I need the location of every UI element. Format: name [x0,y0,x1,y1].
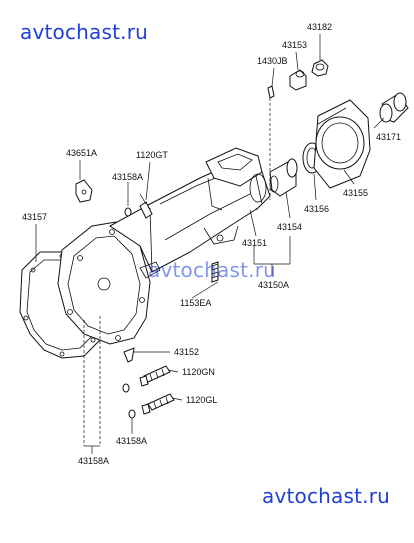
watermark-bottom: avtochast.ru [262,484,391,508]
label-43156: 43156 [304,204,329,214]
label-1120GT: 1120GT [136,150,168,160]
label-43158A-left: 43158A [78,456,109,466]
label-43158A-top: 43158A [112,172,143,182]
plug-43152 [123,347,135,363]
guide-sleeve-43171 [379,92,409,123]
bushing-43153 [289,69,307,91]
label-1430JB: 1430JB [257,56,288,66]
bushing-43154 [269,158,298,197]
cap-43182 [311,59,329,77]
bolt-1120GN [122,365,171,393]
bolt-1120GL [128,393,175,419]
stud-1153EA [211,261,219,283]
label-1153EA: 1153EA [180,298,211,308]
label-43154: 43154 [277,222,302,232]
label-43153: 43153 [282,40,307,50]
label-43152: 43152 [174,347,199,357]
label-43171: 43171 [376,132,401,142]
label-43157: 43157 [22,212,47,222]
label-1120GN: 1120GN [182,367,215,377]
bracket-43651A [75,179,93,203]
bolt-1120GT [124,193,153,219]
label-43182: 43182 [307,22,332,32]
dust-cover-43155 [313,99,371,189]
label-43158A-bottom: 43158A [116,436,147,446]
label-43150A: 43150A [258,280,289,290]
label-1120GL: 1120GL [186,395,217,405]
label-43155: 43155 [343,188,368,198]
pin-1430JB [267,85,275,99]
watermark-middle: avtochast.ru [148,258,277,282]
label-43651A: 43651A [66,148,97,158]
label-43151: 43151 [242,238,267,248]
part-labels: 43182 43153 1430JB 43171 43155 43156 431… [22,22,401,466]
leader-lines [35,34,385,454]
watermark-top: avtochast.ru [20,20,149,44]
transfer-housing-43151 [57,147,271,345]
